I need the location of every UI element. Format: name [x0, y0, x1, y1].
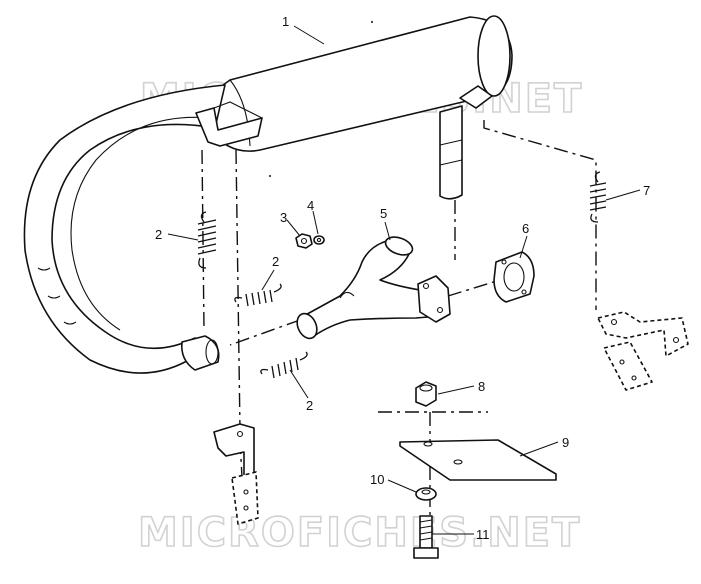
- callout-11: 11: [476, 527, 490, 542]
- plate-part-9: [399, 439, 557, 481]
- bracket-left: [213, 423, 259, 525]
- callout-10: 10: [370, 472, 384, 487]
- muffler-part: [23, 15, 513, 374]
- callout-leaders: [167, 25, 641, 535]
- center-lines: [201, 120, 597, 520]
- spring-middle: [234, 283, 282, 307]
- nut-part-3: [295, 233, 313, 249]
- spring-lower: [260, 351, 308, 379]
- callout-2a: 2: [155, 227, 162, 242]
- nut-part-8: [415, 381, 437, 407]
- callout-6: 6: [522, 221, 529, 236]
- bolt-part-11: [413, 515, 439, 559]
- callout-4: 4: [307, 198, 314, 213]
- callout-9: 9: [562, 435, 569, 450]
- watermark-bottom: MICROFICHES.NET: [138, 510, 581, 556]
- callout-2b: 2: [272, 254, 279, 269]
- gasket-part: [493, 251, 535, 303]
- spring-upper-left: [197, 211, 217, 269]
- callout-2c: 2: [306, 398, 313, 413]
- callout-7: 7: [643, 183, 650, 198]
- callout-3: 3: [280, 210, 287, 225]
- bracket-right: [597, 311, 689, 391]
- washer-part-10: [415, 487, 437, 501]
- callout-1: 1: [282, 14, 289, 29]
- spring-right: [589, 171, 607, 223]
- callout-5: 5: [380, 206, 387, 221]
- exhaust-pipe-part: [296, 236, 451, 340]
- callout-8: 8: [478, 379, 485, 394]
- callout-labels: 1 2 2 2 3 4 5 6 7 8 9 10 11: [155, 14, 650, 542]
- washer-part-4: [313, 235, 325, 245]
